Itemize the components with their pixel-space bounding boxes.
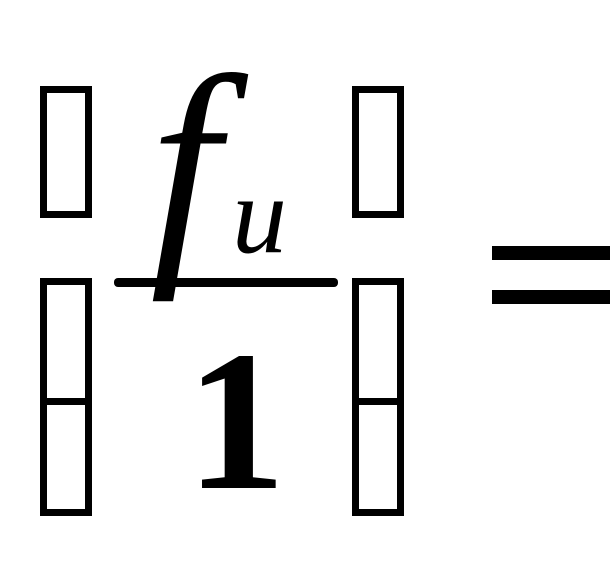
right-bottom-upper-missing-glyph-icon [352, 278, 404, 410]
equals-lower-bar [492, 290, 610, 304]
fraction-bar [114, 278, 338, 287]
equals-upper-bar [492, 246, 610, 260]
left-bottom-lower-missing-glyph-icon [40, 398, 92, 516]
left-bottom-upper-missing-glyph-icon [40, 278, 92, 410]
equals-text: = [492, 240, 493, 241]
numerator-subscript: u [232, 154, 287, 276]
numerator-base: f [150, 26, 220, 303]
left-top-missing-glyph-icon [40, 86, 92, 218]
right-top-missing-glyph-icon [352, 86, 404, 218]
right-bottom-lower-missing-glyph-icon [352, 398, 404, 516]
denominator: 1 [186, 311, 286, 532]
